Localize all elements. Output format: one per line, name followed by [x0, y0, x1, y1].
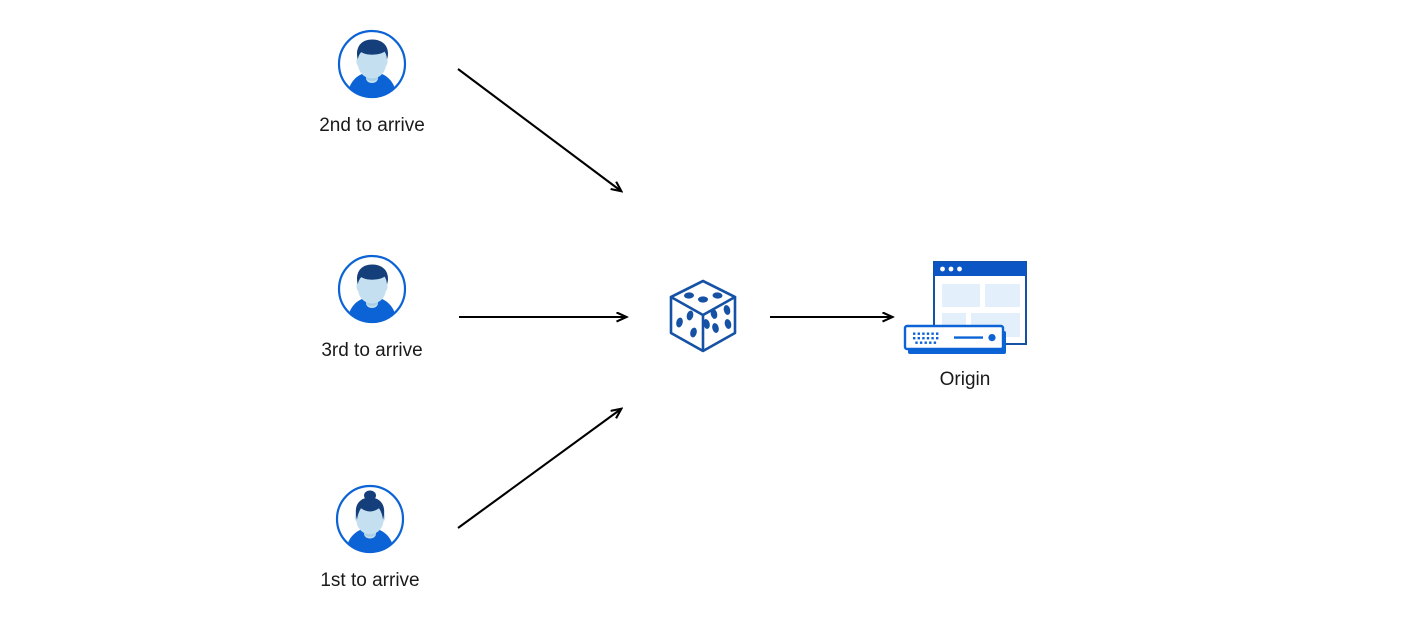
client-node-2nd[interactable]: 2nd to arrive [292, 28, 452, 138]
server-appliance-icon [903, 324, 1006, 354]
client-node-3rd[interactable]: 3rd to arrive [292, 253, 452, 363]
randomizer-node[interactable] [658, 272, 746, 358]
dice-icon [659, 272, 745, 358]
arrow-2nd-to-dice [457, 68, 621, 191]
user-avatar-icon [334, 483, 406, 555]
user-avatar-icon [336, 253, 408, 325]
user-avatar-icon [336, 28, 408, 100]
origin-label: Origin [939, 369, 991, 390]
client-node-1st[interactable]: 1st to arrive [290, 483, 450, 593]
arrow-1st-to-dice [457, 409, 621, 529]
client-label-3rd: 3rd to arrive [321, 340, 423, 361]
origin-node[interactable]: Origin [901, 256, 1029, 392]
origin-server-icon [901, 256, 1029, 356]
client-label-1st: 1st to arrive [320, 570, 420, 591]
client-label-2nd: 2nd to arrive [319, 115, 425, 136]
